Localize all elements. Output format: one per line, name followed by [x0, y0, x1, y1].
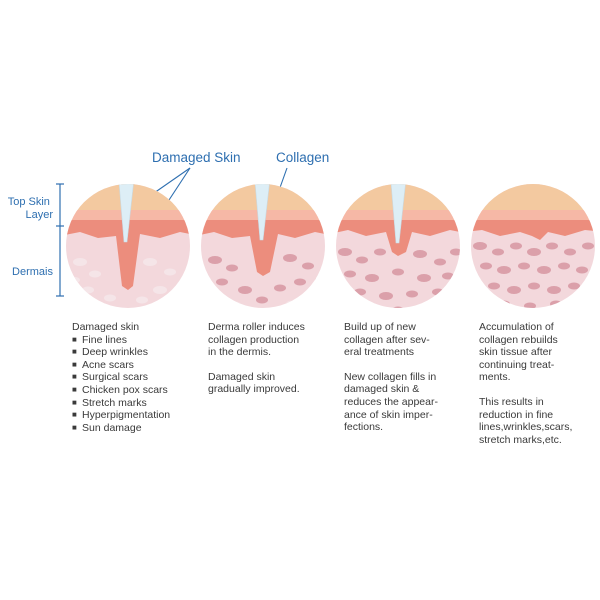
- skin-circle-1: [66, 184, 190, 308]
- layer-scale: [56, 183, 64, 297]
- list-item: Chicken pox scars: [72, 384, 197, 397]
- column-1-text: Damaged skin Fine lines Deep wrinkles Ac…: [72, 321, 197, 434]
- list-item: Stretch marks: [72, 397, 197, 410]
- column-2-text: Derma roller induces collagen production…: [208, 321, 333, 408]
- column-2-para-2: Damaged skin gradually improved.: [208, 370, 300, 396]
- column-4-text: Accumulation of collagen rebuilds skin t…: [479, 321, 597, 458]
- column-4-para-2: This results in reduction in fine lines,…: [479, 395, 573, 446]
- skin-circle-3: [336, 184, 460, 308]
- list-item: Sun damage: [72, 422, 197, 435]
- needle-3: [389, 184, 408, 244]
- top-skin-layer-label: Top Skin Layer: [8, 196, 54, 221]
- skin-circle-2: [201, 184, 325, 308]
- dermis-label: Dermais: [12, 266, 53, 278]
- list-item: Deep wrinkles: [72, 346, 197, 359]
- column-3-text: Build up of new collagen after sev- eral…: [344, 321, 469, 446]
- skin-circle-4: [471, 184, 595, 308]
- damaged-skin-label: Damaged Skin: [152, 150, 241, 165]
- list-item: Fine lines: [72, 334, 197, 347]
- collagen-label: Collagen: [276, 150, 329, 165]
- column-1-heading: Damaged skin: [72, 321, 140, 333]
- column-2-para-1: Derma roller induces collagen production…: [208, 321, 305, 359]
- column-4-para-1: Accumulation of collagen rebuilds skin t…: [479, 321, 558, 384]
- list-item: Acne scars: [72, 359, 197, 372]
- column-3-para-2: New collagen fills in damaged skin & red…: [344, 370, 438, 434]
- needle-1: [117, 184, 136, 243]
- list-item: Hyperpigmentation: [72, 409, 197, 422]
- list-item: Surgical scars: [72, 371, 197, 384]
- column-3-para-1: Build up of new collagen after sev- eral…: [344, 321, 430, 359]
- needle-2: [253, 184, 272, 241]
- condition-list: Fine lines Deep wrinkles Acne scars Surg…: [72, 334, 197, 435]
